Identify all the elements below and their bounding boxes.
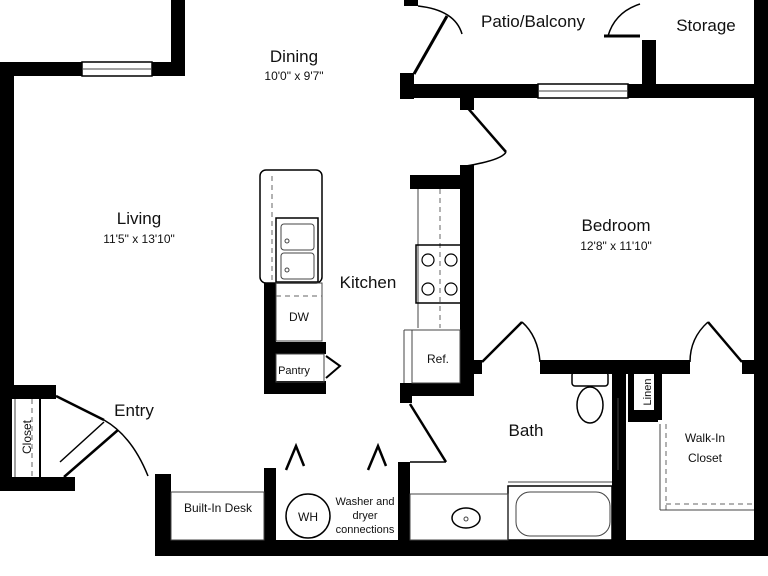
- sink-double: [275, 217, 319, 283]
- vanity: [409, 493, 509, 541]
- wall-top-mid: [152, 62, 185, 76]
- room-storage-label: Storage: [676, 16, 736, 35]
- wall-bath-top-right: [742, 360, 768, 374]
- fixture-washer-line2: dryer: [352, 510, 377, 522]
- wall-bottom: [155, 540, 768, 556]
- wall-closet-bottom: [0, 477, 75, 491]
- built-in-desk-counter: [170, 491, 265, 541]
- wall-top-left: [0, 62, 82, 76]
- wall-left-lower: [0, 385, 12, 477]
- labels: Patio/Balcony Storage Dining 10'0" x 9'7…: [20, 12, 736, 536]
- room-bedroom-label: Bedroom: [582, 216, 651, 235]
- wall-bath-top-left: [460, 360, 482, 374]
- doors: [39, 3, 743, 478]
- fixture-wh-label: WH: [298, 510, 318, 524]
- wall-storage-left: [642, 40, 656, 98]
- door-bifold-right: [366, 442, 388, 471]
- room-walkin-label-1: Walk-In: [685, 431, 725, 445]
- room-living-label: Living: [117, 209, 161, 228]
- wall-patio-stub: [404, 0, 418, 6]
- wall-linen-right: [654, 368, 662, 420]
- door-patio-left: [417, 5, 463, 35]
- room-dining-label: Dining: [270, 47, 318, 66]
- wall-entry-jamb: [64, 477, 75, 491]
- walls: [0, 0, 768, 556]
- pantry-box: [275, 353, 325, 383]
- wall-kitchen-jamb: [400, 383, 412, 403]
- wall-right-top: [754, 0, 768, 98]
- bath-fixtures: [409, 371, 622, 541]
- door-entry: [55, 394, 105, 422]
- wall-desk-right: [264, 468, 276, 548]
- wall-top-stub: [171, 0, 185, 76]
- toilet-tank: [571, 371, 609, 387]
- range-stove: [415, 244, 465, 304]
- door-bifold-left: [284, 442, 306, 471]
- door-bath: [481, 321, 523, 363]
- room-entry-label: Entry: [114, 401, 154, 420]
- kitchen-fixtures: [259, 169, 465, 384]
- bathtub: [507, 485, 613, 541]
- room-bath-label: Bath: [509, 421, 544, 440]
- wall-bedroom-top-right: [628, 84, 768, 98]
- toilet-bowl: [576, 386, 604, 424]
- wall-linen-bottom: [628, 410, 658, 422]
- wall-kitchen-top: [410, 175, 474, 189]
- fixture-ref-label: Ref.: [427, 352, 449, 366]
- bath-sink: [451, 507, 481, 529]
- wall-desk-left: [155, 474, 171, 556]
- fixture-washer-line1: Washer and: [336, 496, 395, 508]
- room-walkin-label-2: Closet: [688, 451, 723, 465]
- fixture-dw-label: DW: [289, 310, 310, 324]
- wall-bath-right: [612, 360, 626, 548]
- island-counter: [259, 169, 323, 284]
- wall-linen-left: [628, 360, 634, 416]
- door-pantry: [325, 355, 342, 379]
- room-dining-dims: 10'0" x 9'7": [264, 69, 323, 83]
- door-laundry: [408, 403, 448, 463]
- windows: [81, 61, 629, 99]
- closet-details: [14, 399, 754, 541]
- fixture-pantry-label: Pantry: [278, 365, 310, 377]
- wall-laundry-right: [398, 462, 410, 548]
- wall-left-upper: [0, 62, 14, 392]
- fixture-closet-label: Closet: [20, 419, 34, 454]
- wall-island-left: [264, 283, 276, 393]
- room-patio-label: Patio/Balcony: [481, 12, 585, 31]
- wall-partition: [460, 165, 474, 395]
- wall-pantry-top: [264, 342, 326, 354]
- dishwasher: [275, 282, 323, 342]
- wall-kitchen-bottom: [400, 383, 474, 396]
- room-bedroom-dims: 12'8" x 11'10": [580, 239, 652, 253]
- room-kitchen-label: Kitchen: [340, 273, 397, 292]
- wall-bedroom-top-left: [400, 84, 538, 98]
- water-heater: [285, 493, 331, 539]
- wall-closet-top: [0, 385, 56, 399]
- fixture-desk-label: Built-In Desk: [184, 501, 253, 515]
- door-bedroom: [465, 105, 507, 153]
- fixture-linen-label: Linen: [642, 379, 654, 406]
- wall-right: [754, 84, 768, 556]
- wall-partition-top: [460, 98, 474, 110]
- room-living-dims: 11'5" x 13'10": [103, 232, 175, 246]
- door-walkin: [707, 321, 743, 363]
- refrigerator: [411, 329, 461, 384]
- fixture-washer-line3: connections: [336, 524, 395, 536]
- door-patio-right: [607, 3, 641, 37]
- wall-pantry-bottom: [264, 381, 326, 394]
